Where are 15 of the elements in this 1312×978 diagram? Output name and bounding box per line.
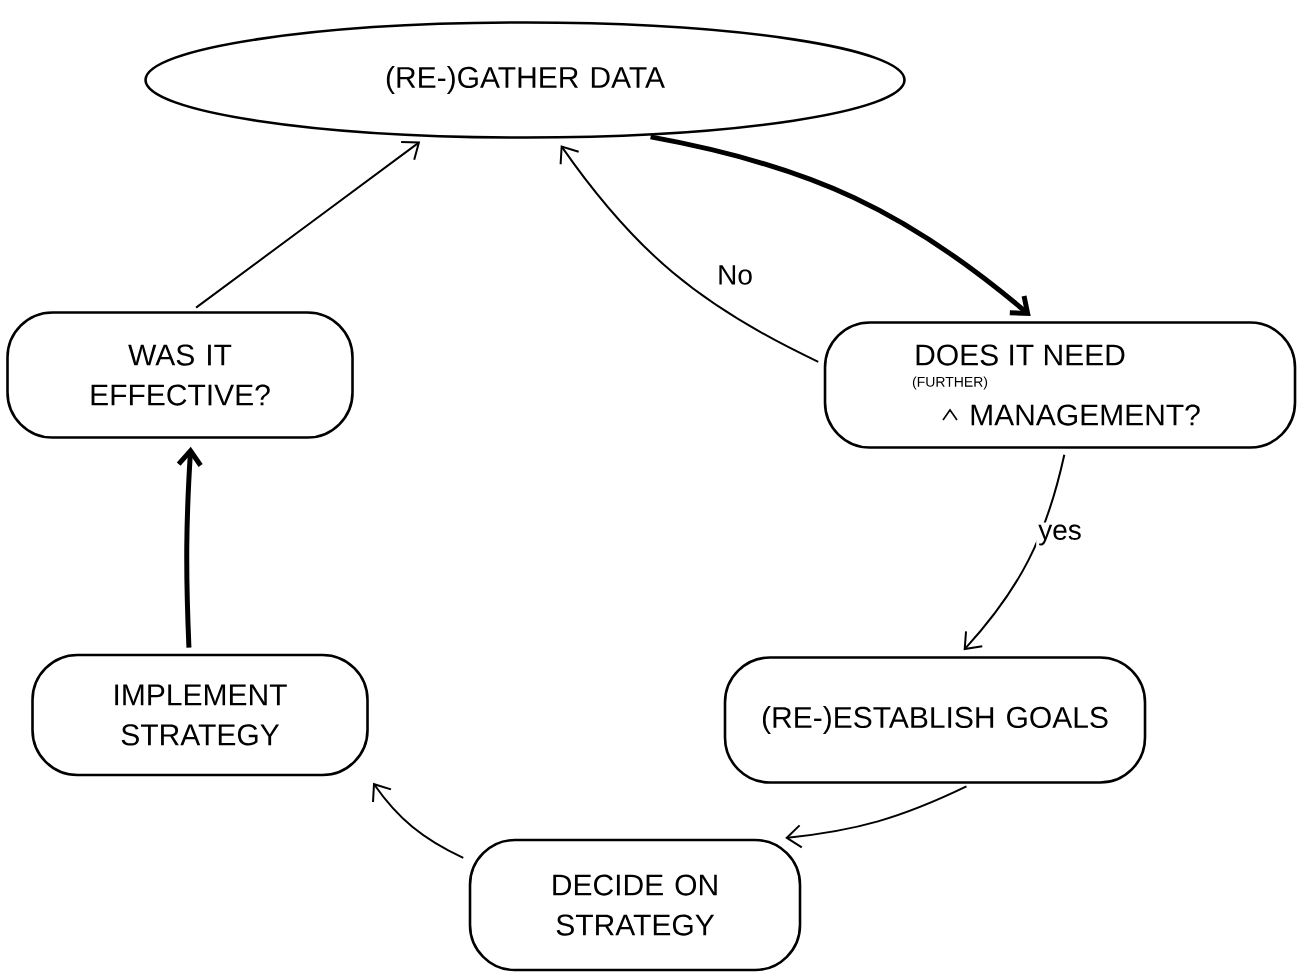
edge-label: yes: [1036, 522, 1084, 548]
edge-label: No: [715, 263, 755, 287]
ellipse-node: (RE-)GATHER DATA: [144, 21, 906, 139]
rounded-box: (RE-)ESTABLISH GOALS: [723, 656, 1147, 784]
arrow: [785, 785, 968, 849]
arrow: [372, 782, 465, 859]
arrow: [650, 134, 1031, 317]
arrow: [195, 141, 421, 309]
rounded-box: WAS IT EFFECTIVE?: [6, 311, 354, 439]
arrow: [559, 145, 820, 363]
rounded-box: DOES IT NEED (FURTHER) MANAGEMENT?: [823, 321, 1297, 449]
arrow: [963, 453, 1066, 651]
rounded-box: IMPLEMENT STRATEGY: [31, 653, 369, 777]
rounded-box: DECIDE ON STRATEGY: [468, 838, 802, 972]
arrow: [176, 446, 203, 648]
